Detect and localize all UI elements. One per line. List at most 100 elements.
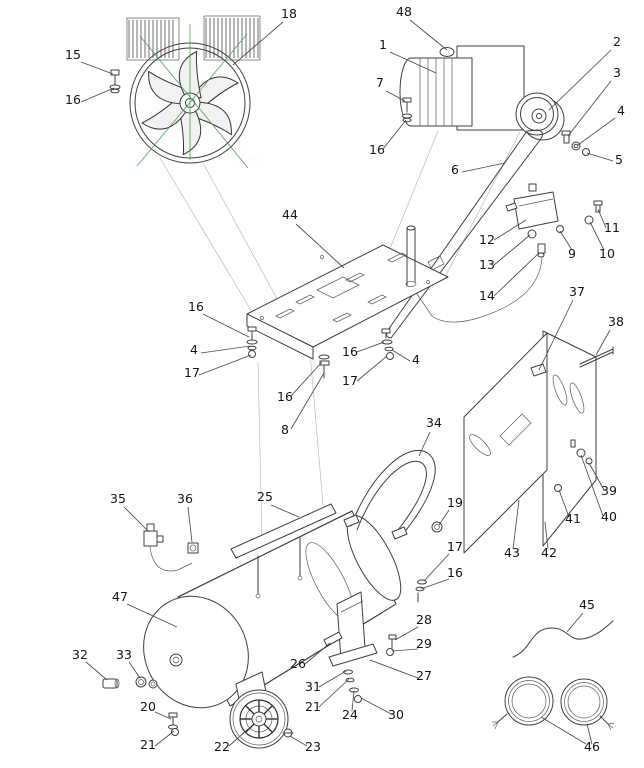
part-number-label: 17 xyxy=(447,539,463,554)
leader-line xyxy=(538,299,574,371)
leader-line xyxy=(423,553,450,582)
part-number-label: 31 xyxy=(305,679,321,694)
leader-line xyxy=(566,612,584,633)
part-number-label: 7 xyxy=(376,75,384,90)
part-number-label: 10 xyxy=(599,246,615,261)
part-number-label: 39 xyxy=(601,483,617,498)
plate-pipe xyxy=(405,225,445,287)
leader-line xyxy=(200,345,251,354)
part-number-label: 16 xyxy=(65,92,81,107)
hose-coil-right xyxy=(560,678,615,731)
leader-line xyxy=(597,208,607,229)
part-number-label: 8 xyxy=(281,422,289,437)
part-number-label: 9 xyxy=(568,246,576,261)
handle xyxy=(343,449,436,540)
guard-rod xyxy=(579,346,614,368)
leader-line xyxy=(461,162,506,173)
tank-assembly xyxy=(102,449,443,749)
part-number-label: 16 xyxy=(342,344,358,359)
leader-line xyxy=(154,711,172,720)
part-number-label: 21 xyxy=(140,737,156,752)
leader-lines xyxy=(80,19,616,747)
leader-line xyxy=(567,80,612,137)
leader-line xyxy=(595,329,611,356)
construction-lines xyxy=(159,130,521,543)
part-number-label: 48 xyxy=(396,4,412,19)
plate-bolt-stack-left xyxy=(246,326,258,358)
motor-cap xyxy=(439,47,455,57)
base-plate xyxy=(246,225,449,379)
tank-stud xyxy=(415,579,427,603)
guard-fasteners xyxy=(554,439,593,492)
leader-line xyxy=(85,661,108,681)
leader-line xyxy=(391,648,419,652)
pulley-fasteners xyxy=(561,130,590,156)
part-number-label: 16 xyxy=(369,142,385,157)
part-number-label: 15 xyxy=(65,47,81,62)
part-number-label: 43 xyxy=(504,545,520,560)
leader-line xyxy=(558,489,570,518)
leader-line xyxy=(540,716,587,745)
part-number-label: 42 xyxy=(541,545,557,560)
leader-line xyxy=(289,735,308,747)
part-number-label: 2 xyxy=(613,34,621,49)
part-number-label: 16 xyxy=(277,389,293,404)
cylinder-fins xyxy=(128,18,259,58)
part-number-label: 4 xyxy=(617,103,625,118)
leader-line xyxy=(409,19,448,51)
leader-line xyxy=(270,504,300,518)
leader-line xyxy=(548,49,612,111)
part-number-label: 21 xyxy=(305,699,321,714)
part-number-label: 28 xyxy=(416,612,432,627)
leader-line xyxy=(588,462,605,491)
leader-line xyxy=(586,152,614,162)
part-number-label: 20 xyxy=(140,699,156,714)
leader-line xyxy=(559,230,573,251)
leader-line xyxy=(80,61,114,75)
leader-line xyxy=(389,51,437,74)
part-number-label: 37 xyxy=(569,284,585,299)
axle-bolt xyxy=(282,728,294,738)
rear-leg xyxy=(323,591,397,703)
part-number-label: 26 xyxy=(290,656,306,671)
pressure-switch-assembly xyxy=(412,183,603,323)
part-number-label: 22 xyxy=(214,739,230,754)
part-number-label: 3 xyxy=(613,65,621,80)
leader-line xyxy=(80,87,115,103)
hose-coil-left xyxy=(492,676,554,730)
wheel-bolt xyxy=(168,712,179,736)
part-number-label: 1 xyxy=(379,37,387,52)
leader-line xyxy=(544,521,549,550)
leader-line xyxy=(369,659,419,679)
part-number-label: 30 xyxy=(388,707,404,722)
leader-line xyxy=(290,361,323,397)
leader-line xyxy=(385,90,406,102)
part-number-label: 16 xyxy=(447,565,463,580)
part-number-label: 5 xyxy=(615,152,623,167)
part-number-label: 32 xyxy=(72,647,88,662)
part-number-label: 18 xyxy=(281,6,297,21)
leader-line xyxy=(420,578,450,590)
belt-guard-assembly xyxy=(463,330,614,554)
pump-mount-screw xyxy=(109,69,121,94)
part-number-label: 25 xyxy=(257,489,273,504)
part-number-label: 4 xyxy=(190,342,198,357)
leader-line xyxy=(202,313,250,338)
part-number-label: 23 xyxy=(305,739,321,754)
leader-line xyxy=(290,372,325,430)
pulley xyxy=(515,92,565,141)
leader-line xyxy=(228,728,249,747)
leader-line xyxy=(126,603,178,628)
part-number-label: 16 xyxy=(188,299,204,314)
part-number-label: 19 xyxy=(447,495,463,510)
leader-line xyxy=(154,730,175,747)
part-number-label: 35 xyxy=(110,491,126,506)
part-number-label: 13 xyxy=(479,257,495,272)
part-number-label: 24 xyxy=(342,707,358,722)
leader-line xyxy=(356,341,385,353)
part-number-label: 45 xyxy=(579,597,595,612)
leader-line xyxy=(512,499,520,550)
part-number-label: 38 xyxy=(608,314,624,329)
leader-line xyxy=(360,697,392,715)
drive-belt xyxy=(386,129,544,339)
